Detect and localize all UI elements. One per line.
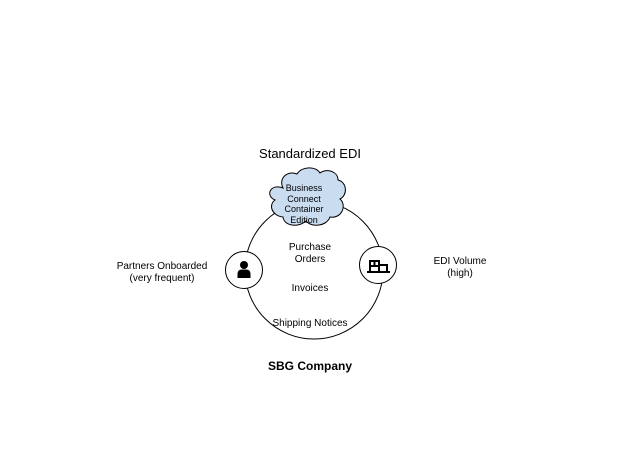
purchase-orders-label: Purchase Orders: [288, 242, 332, 265]
diagram-title: Standardized EDI: [259, 146, 361, 161]
partners-onboarded-label: Partners Onboarded (very frequent): [116, 261, 208, 284]
factory-icon: [367, 260, 390, 273]
invoices-label: Invoices: [291, 283, 329, 294]
cloud-label: Business Connect Container Edition: [284, 183, 324, 225]
shipping-notices-label: Shipping Notices: [272, 318, 348, 329]
person-icon: [237, 261, 251, 278]
cloud-shape: [269, 167, 346, 226]
company-name: SBG Company: [267, 359, 352, 373]
edi-volume-label: EDI Volume (high): [433, 256, 487, 279]
